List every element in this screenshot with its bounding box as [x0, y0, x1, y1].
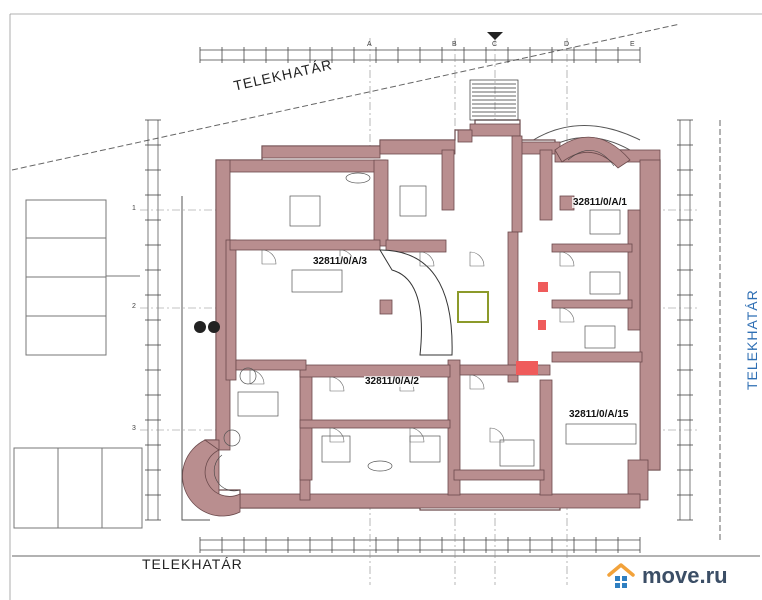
door-swing [559, 251, 575, 267]
door-swing [559, 307, 575, 323]
door-swing [419, 251, 435, 267]
curved-lobby-stair [379, 249, 453, 356]
door-swing [409, 427, 425, 443]
furniture [223, 172, 637, 472]
grid-axis-e: E [630, 41, 635, 48]
boundary-label-right: TELEKHATÁR [744, 289, 760, 390]
parking-grid-lower [13, 447, 143, 529]
lift-shaft-frame [457, 291, 489, 323]
appliances [194, 321, 220, 333]
highlight-cell-2 [538, 320, 546, 330]
grid-axis-a: A [367, 41, 372, 48]
stair-core [469, 79, 519, 121]
door-swing [469, 251, 485, 267]
grid-axis-c: C [492, 41, 498, 48]
highlight-cell-1 [538, 282, 548, 292]
door-swing [469, 374, 485, 390]
boundary-label-bottom: TELEKHATÁR [142, 556, 243, 572]
grid-axis-2: 2 [132, 303, 136, 310]
north-marker-icon [487, 32, 503, 40]
grid-axis-3: 3 [132, 425, 136, 432]
boundary-line-top [11, 23, 681, 171]
door-swing [261, 249, 277, 265]
unit-label-a2: 32811/0/A/2 [364, 376, 420, 387]
door-swings [249, 249, 575, 443]
door-swing [249, 369, 265, 385]
grid-axis-1: 1 [132, 205, 136, 212]
grid-axis-b: B [452, 41, 457, 48]
watermark: move.ru [606, 560, 728, 592]
parking-grid-upper [25, 199, 140, 356]
turret-bottom-left [182, 439, 241, 517]
grid-axis-d: D [564, 41, 570, 48]
door-swing [329, 376, 345, 392]
door-swing [489, 427, 505, 443]
unit-label-a3: 32811/0/A/3 [312, 256, 368, 267]
highlight-cell-3 [516, 361, 538, 375]
unit-label-a1: 32811/0/A/1 [572, 197, 628, 208]
house-logo-icon [607, 563, 635, 588]
unit-label-a15: 32811/0/A/15 [568, 409, 630, 420]
door-swing [329, 427, 345, 443]
watermark-text: move.ru [642, 563, 728, 588]
bay-top-right [554, 136, 631, 169]
dimension-ticks [145, 47, 693, 553]
walls [204, 123, 661, 509]
